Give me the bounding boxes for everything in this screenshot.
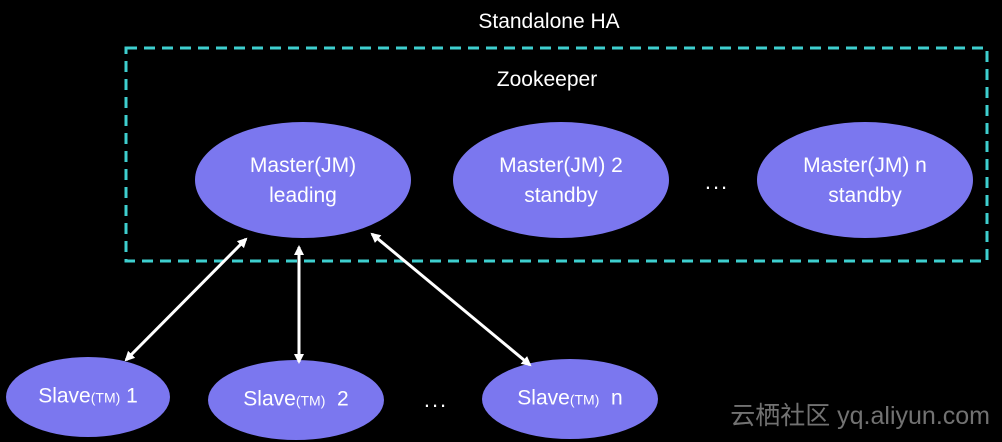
master-leading-name: Master(JM): [249, 154, 357, 177]
master-2-name: Master(JM) 2: [499, 154, 623, 177]
slave-2-index: 2: [325, 387, 349, 411]
slave-2-tm: (TM): [295, 392, 326, 409]
diagram-title: Standalone HA: [478, 10, 620, 33]
slave-node-n: [482, 359, 658, 439]
slave-2-name: Slave: [243, 387, 296, 411]
master-leading-label: Master(JM) leading: [250, 151, 356, 211]
slave-1-label: Slave(TM) 1: [38, 382, 138, 413]
watermark: 云栖社区 yq.aliyun.com: [730, 402, 990, 430]
zookeeper-label: Zookeeper: [496, 68, 598, 91]
slaves-ellipsis: ...: [423, 387, 449, 412]
slave-2-label: Slave(TM) 2: [243, 385, 348, 416]
slave-node-2: [208, 360, 384, 440]
arrow-master-slave-n: [370, 232, 532, 367]
master-node-leading: [195, 122, 411, 238]
master-2-label: Master(JM) 2 standby: [499, 151, 623, 211]
masters-ellipsis: ...: [704, 169, 730, 194]
master-node-n: [757, 122, 973, 238]
slave-node-1: [6, 357, 170, 437]
master-n-status: standby: [828, 184, 902, 207]
slave-n-index: n: [599, 386, 623, 410]
slave-1-index: 1: [120, 384, 138, 408]
slave-1-tm: (TM): [90, 389, 121, 406]
master-n-label: Master(JM) n standby: [803, 151, 927, 211]
zookeeper-boundary: [124, 46, 989, 263]
master-n-name: Master(JM) n: [803, 154, 927, 177]
slave-n-label: Slave(TM) n: [517, 384, 622, 415]
slave-n-name: Slave: [517, 386, 570, 410]
arrow-master-slave-1: [124, 237, 248, 362]
slave-1-name: Slave: [38, 384, 91, 408]
master-node-2: [453, 122, 669, 238]
master-2-status: standby: [524, 184, 598, 207]
slave-n-tm: (TM): [569, 391, 600, 408]
master-leading-status: leading: [269, 184, 337, 207]
